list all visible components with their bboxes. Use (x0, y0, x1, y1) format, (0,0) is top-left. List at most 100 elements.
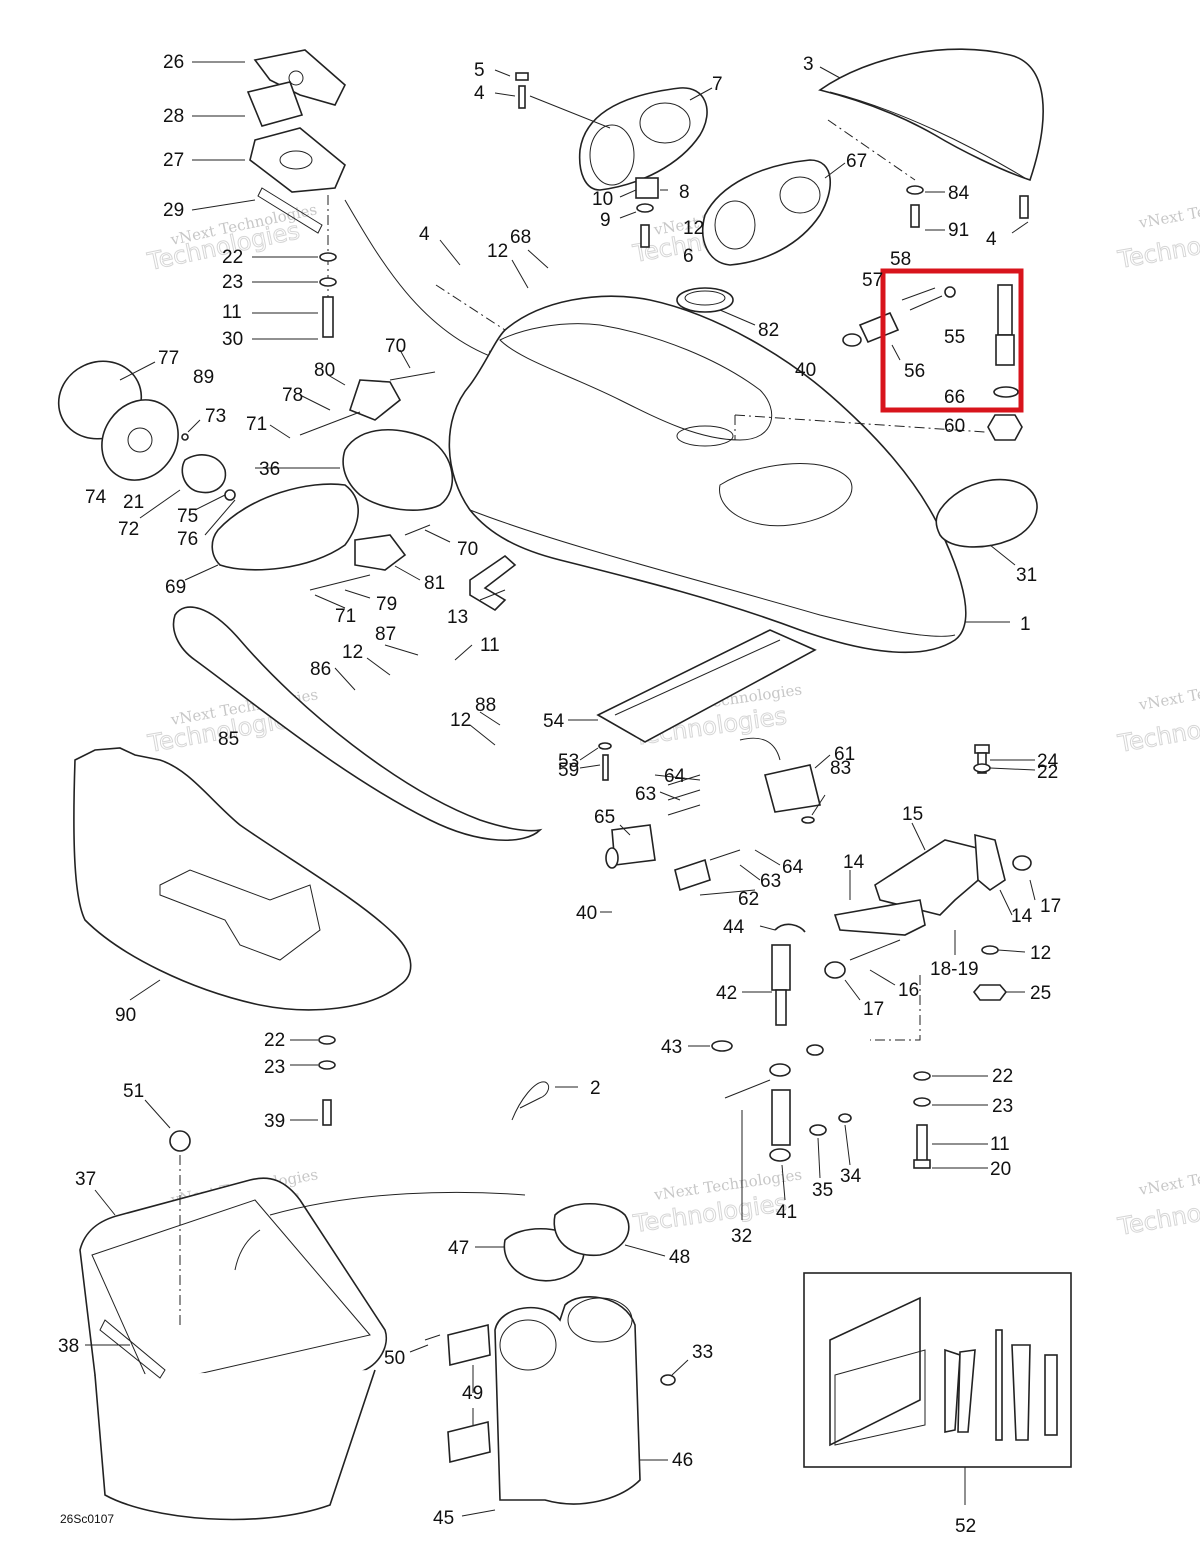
callout-label-c79: 79 (376, 594, 397, 615)
callout-label-c63a: 63 (635, 784, 656, 805)
shelf-54 (596, 629, 817, 743)
callout-label-c73: 73 (205, 406, 226, 427)
callout-label-c53: 53 (558, 751, 579, 772)
callout-label-c70a: 70 (385, 336, 406, 357)
callout-label-c66: 66 (944, 387, 965, 408)
electrical-module (598, 737, 821, 892)
callout-label-c12a: 12 (683, 218, 704, 239)
callout-label-c83: 83 (830, 758, 851, 779)
callout-label-c12c: 12 (342, 642, 363, 663)
callout-label-c85: 85 (218, 729, 239, 750)
callout-label-c71b: 71 (335, 606, 356, 627)
callout-label-c35: 35 (812, 1180, 833, 1201)
callout-label-c4c: 4 (419, 224, 430, 245)
leader-lines (85, 61, 1036, 1517)
callout-label-c40b: 40 (576, 903, 597, 924)
callout-label-c4a: 4 (474, 83, 485, 104)
callout-label-c22c: 22 (264, 1030, 285, 1051)
hardware-stack (913, 1071, 931, 1169)
callout-label-c75: 75 (177, 506, 198, 527)
callout-label-c72: 72 (118, 519, 139, 540)
callout-label-c20: 20 (990, 1159, 1011, 1180)
callout-label-c38: 38 (58, 1336, 79, 1357)
ring-82 (676, 287, 734, 313)
watermark-text: Technologies (1115, 704, 1200, 759)
callout-label-c5: 5 (474, 60, 485, 81)
callout-label-c7: 7 (712, 74, 723, 95)
callout-label-c36: 36 (259, 459, 280, 480)
callout-label-c44: 44 (723, 917, 745, 938)
cover-31 (935, 478, 1038, 548)
watermark-text: vNext Technologies (1137, 670, 1200, 714)
callout-label-c8: 8 (679, 182, 690, 203)
callout-label-c10: 10 (592, 189, 613, 210)
highlight-box (880, 268, 1024, 413)
callout-label-c1819: 18-19 (930, 959, 979, 980)
callout-label-c23a: 23 (222, 272, 243, 293)
storage-bin (79, 1130, 526, 1521)
callout-label-c32: 32 (731, 1226, 752, 1247)
callout-label-c69: 69 (165, 577, 186, 598)
callout-label-c4b: 4 (986, 229, 997, 250)
callout-label-c52: 52 (955, 1516, 976, 1537)
callout-label-c61: 61 (834, 744, 855, 765)
highlighted-parts (842, 284, 1023, 441)
shock-assembly (711, 923, 852, 1162)
callout-label-c51: 51 (123, 1081, 144, 1102)
callout-label-c16: 16 (898, 980, 919, 1001)
windshield (818, 48, 1044, 228)
callout-label-c26: 26 (163, 52, 184, 73)
upper-body (435, 284, 986, 654)
callout-label-c17a: 17 (1040, 896, 1061, 917)
callout-label-c87: 87 (375, 624, 396, 645)
gauge-bezel (515, 72, 831, 266)
callout-label-c64b: 64 (782, 857, 804, 878)
callout-label-c90: 90 (115, 1005, 136, 1026)
tool-kit (803, 1272, 1072, 1468)
callout-label-c64a: 64 (664, 766, 686, 787)
callout-label-c86: 86 (310, 659, 331, 680)
callout-label-c78: 78 (282, 385, 303, 406)
callout-label-c12e: 12 (1030, 943, 1051, 964)
front-panel-detail (159, 869, 321, 961)
callout-label-c27: 27 (163, 150, 184, 171)
side-panel (172, 606, 543, 842)
callout-label-c13: 13 (447, 607, 468, 628)
callout-label-c46: 46 (672, 1450, 693, 1471)
callout-label-c71a: 71 (246, 414, 267, 435)
callout-label-c82: 82 (758, 320, 779, 341)
callout-label-c59: 59 (558, 760, 579, 781)
callout-label-c91: 91 (948, 220, 969, 241)
callout-label-c30: 30 (222, 329, 243, 350)
callout-label-c48: 48 (669, 1247, 690, 1268)
callout-label-c89: 89 (193, 367, 214, 388)
side-vents (211, 371, 517, 612)
callout-label-c29: 29 (163, 200, 184, 221)
callout-label-c12b: 12 (487, 241, 508, 262)
callout-label-c22d: 22 (992, 1066, 1013, 1087)
callout-label-c25: 25 (1030, 983, 1051, 1004)
callout-label-c11c: 11 (990, 1134, 1010, 1155)
front-panel (73, 747, 412, 1011)
callout-label-c9: 9 (600, 210, 611, 231)
callout-label-c14b: 14 (1011, 906, 1033, 927)
callout-label-c63b: 63 (760, 871, 781, 892)
callout-label-c17b: 17 (863, 999, 884, 1020)
callout-label-c50: 50 (384, 1348, 405, 1369)
watermark-text: vNext Technologies (1137, 188, 1200, 232)
callout-label-c37: 37 (75, 1169, 96, 1190)
callout-label-c12d: 12 (450, 710, 471, 731)
callout-label-c80: 80 (314, 360, 335, 381)
callout-label-c39: 39 (264, 1111, 285, 1132)
callout-label-c84: 84 (948, 183, 970, 204)
steering-bracket (824, 744, 1032, 1041)
callout-label-c56: 56 (904, 361, 925, 382)
callout-label-c11b: 11 (480, 635, 500, 656)
callout-label-c21: 21 (123, 492, 144, 513)
fastener-stack (318, 1035, 336, 1126)
callout-label-c40a: 40 (795, 360, 816, 381)
callout-label-c2: 2 (590, 1078, 601, 1099)
callout-label-c31: 31 (1016, 565, 1037, 586)
